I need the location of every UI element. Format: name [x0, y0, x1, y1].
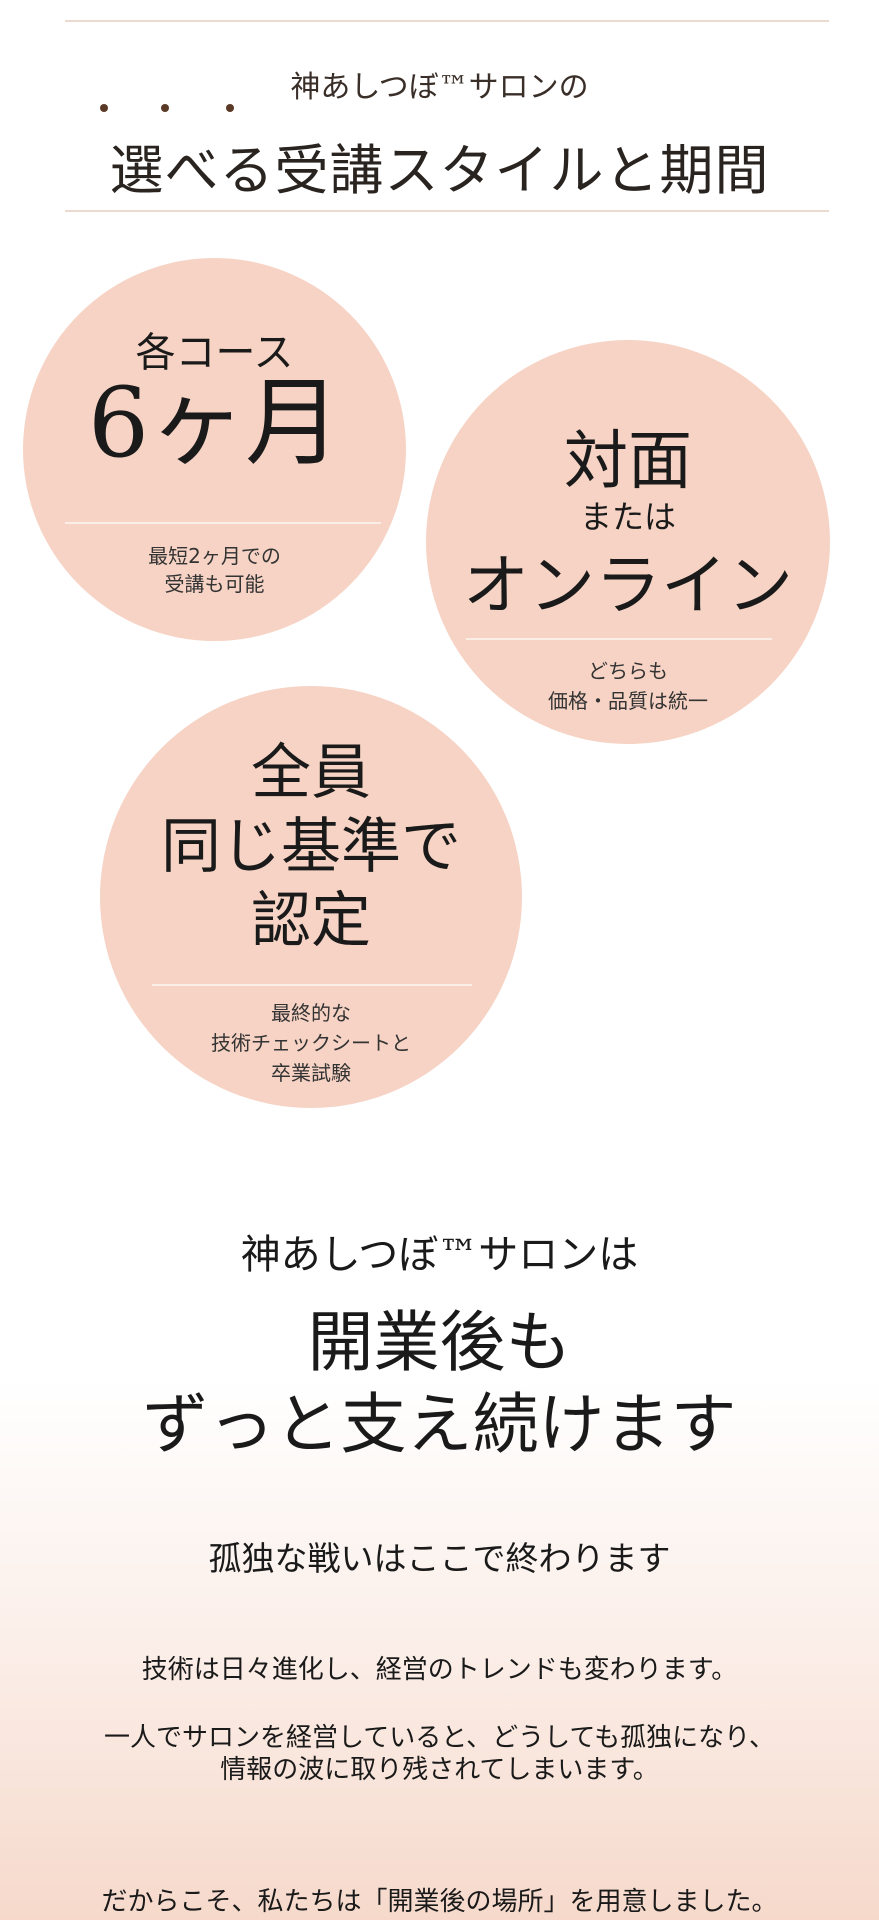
support-paragraph: だからこそ、私たちは「開業後の場所」を用意しました。 — [0, 1886, 879, 1918]
circle-heading: 各コース — [135, 330, 294, 376]
headline-line: ずっと支え続けます — [142, 1386, 737, 1463]
circle-divider — [466, 638, 772, 640]
main-line: 認定 — [251, 886, 371, 956]
course-duration-circle: 各コース 6ヶ月 最短2ヶ月での 受講も可能 — [23, 258, 406, 641]
note-line: どちらも — [588, 659, 668, 683]
section-title: 選べる受講スタイルと期間 — [109, 139, 770, 202]
paragraph-line: 情報の波に取り残されてしまいます。 — [220, 1755, 659, 1785]
support-headline: 開業後も ずっと支え続けます — [0, 1302, 879, 1466]
bottom-divider — [65, 210, 829, 212]
note-line: 卒業試験 — [271, 1061, 351, 1085]
main-line: 同じ基準で — [161, 812, 461, 882]
lesson-style-circle: 対面 または オンライン どちらも 価格・品質は統一 — [426, 340, 830, 744]
circle-note: どちらも 価格・品質は統一 — [426, 656, 830, 716]
note-line: 価格・品質は統一 — [548, 689, 708, 713]
top-divider — [65, 20, 829, 22]
circle-heading: 対面 — [564, 425, 692, 499]
circle-divider — [65, 522, 381, 524]
paragraph-line: 技術は日々進化し、経営のトレンドも変わります。 — [141, 1655, 738, 1685]
support-paragraph: 一人でサロンを経営していると、どうしても孤独になり、 情報の波に取り残されてしま… — [0, 1722, 879, 1786]
circle-note: 最短2ヶ月での 受講も可能 — [23, 542, 406, 598]
certification-circle: 全員 同じ基準で 認定 最終的な 技術チェックシートと 卒業試験 — [100, 686, 522, 1108]
support-tagline: 孤独な戦いはここで終わります — [208, 1539, 671, 1578]
headline-line: 開業後も — [307, 1304, 572, 1381]
circle-main: 6ヶ月 — [87, 367, 342, 479]
circle-divider — [152, 984, 472, 986]
note-line: 技術チェックシートと — [211, 1031, 411, 1055]
note-line: 受講も可能 — [164, 572, 265, 596]
note-line: 最短2ヶ月での — [148, 544, 281, 568]
circle-note: 最終的な 技術チェックシートと 卒業試験 — [100, 998, 522, 1088]
circle-main: オンライン — [463, 547, 793, 624]
main-line: 全員 — [251, 738, 371, 808]
support-paragraph: 技術は日々進化し、経営のトレンドも変わります。 — [0, 1654, 879, 1686]
emphasis-dot — [226, 104, 234, 112]
circle-middle: または — [579, 498, 676, 536]
paragraph-line: だからこそ、私たちは「開業後の場所」を用意しました。 — [101, 1887, 778, 1917]
emphasis-dot — [161, 104, 169, 112]
circle-main: 全員 同じ基準で 認定 — [100, 736, 522, 958]
note-line: 最終的な — [271, 1001, 351, 1025]
support-subtitle: 神あしつぼ™サロンは — [240, 1232, 639, 1278]
section-subtitle: 神あしつぼ™サロンの — [290, 70, 589, 105]
emphasis-dot — [100, 104, 108, 112]
paragraph-line: 一人でサロンを経営していると、どうしても孤独になり、 — [103, 1723, 776, 1753]
